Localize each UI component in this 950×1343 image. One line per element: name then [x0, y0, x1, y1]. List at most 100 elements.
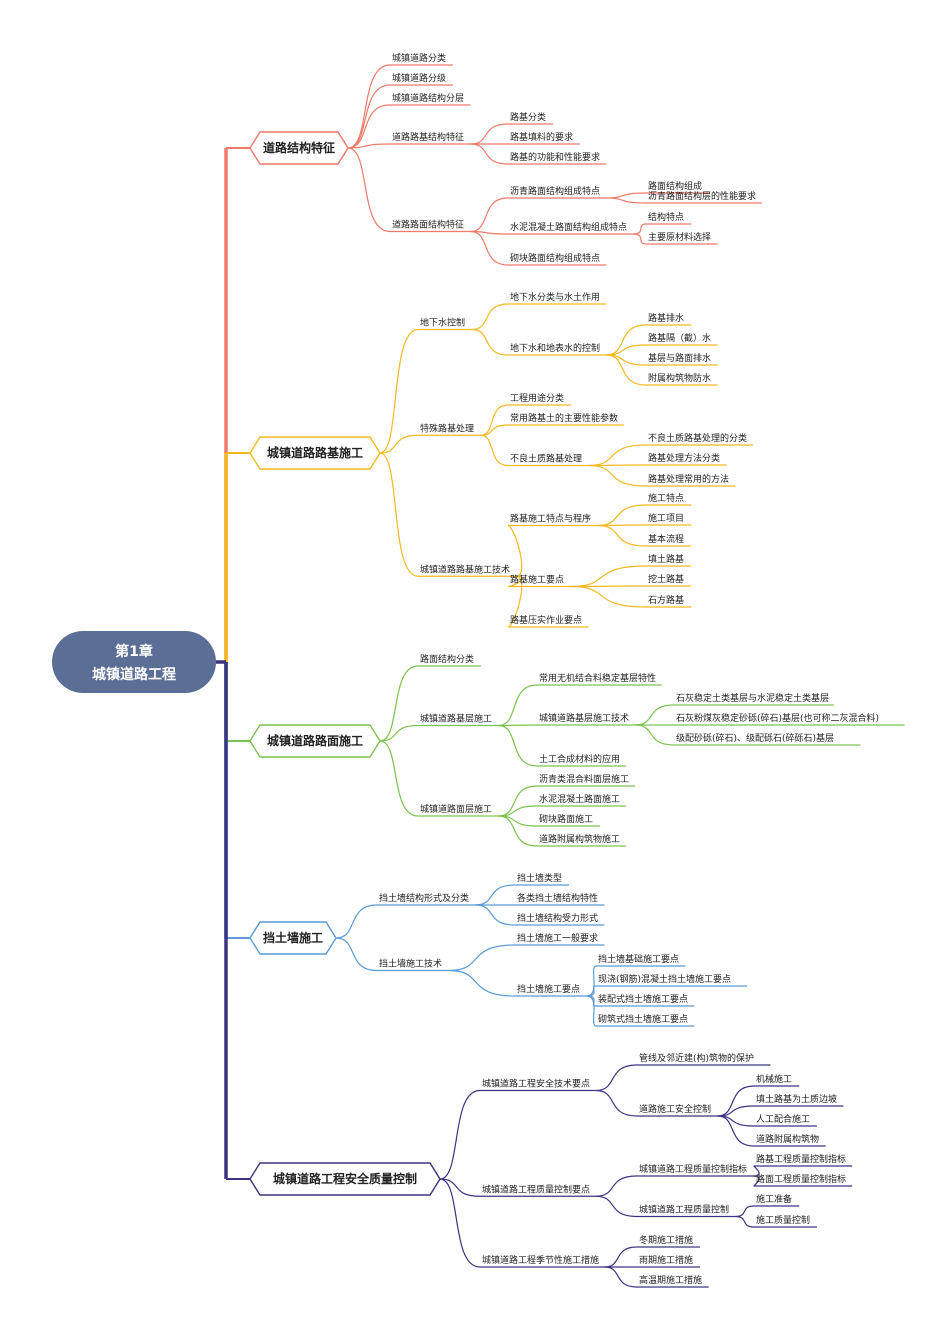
topic-node[interactable]: 沥青路面结构组成特点 — [508, 185, 607, 199]
branch-node[interactable]: 城镇道路工程安全质量控制 — [249, 1162, 441, 1196]
topic-node[interactable]: 现浇(钢筋)混凝土挡土墙施工要点 — [596, 973, 748, 987]
topic-node[interactable]: 装配式挡土墙施工要点 — [596, 993, 695, 1007]
topic-node[interactable]: 挡土墙结构受力形式 — [515, 912, 605, 926]
topic-node[interactable]: 施工准备 — [754, 1193, 800, 1207]
topic-node[interactable]: 各类挡土墙结构特性 — [515, 892, 605, 906]
topic-node[interactable]: 不良土质路基处理 — [508, 453, 589, 467]
topic-node[interactable]: 基本流程 — [646, 533, 692, 547]
topic-node[interactable]: 路面结构组成 — [646, 180, 709, 194]
topic-node[interactable]: 特殊路基处理 — [418, 422, 481, 436]
topic-label: 沥青类混合料面层施工 — [539, 773, 629, 785]
topic-node[interactable]: 主要原材料选择 — [646, 231, 718, 245]
topic-node[interactable]: 道路附属构筑物施工 — [537, 833, 627, 847]
topic-node[interactable]: 地下水和地表水的控制 — [508, 342, 607, 356]
topic-node[interactable]: 城镇道路面层施工 — [418, 803, 499, 817]
topic-label: 挖土路基 — [648, 573, 684, 585]
topic-node[interactable]: 常用无机结合料稳定基层特性 — [537, 672, 662, 686]
connector — [606, 192, 647, 199]
topic-node[interactable]: 填土路基 — [646, 553, 692, 567]
topic-node[interactable]: 水泥混凝土路面结构组成特点 — [508, 221, 633, 235]
topic-node[interactable]: 城镇道路基层施工技术 — [537, 712, 636, 726]
topic-node[interactable]: 路基排水 — [646, 312, 692, 326]
topic-node[interactable]: 城镇道路工程质量控制 — [637, 1204, 736, 1218]
topic-label: 基层与路面排水 — [648, 352, 711, 364]
topic-node[interactable]: 施工特点 — [646, 492, 692, 506]
topic-node[interactable]: 路基分类 — [508, 111, 554, 125]
topic-node[interactable]: 沥青类混合料面层施工 — [537, 773, 636, 787]
topic-node[interactable]: 路基隔（截）水 — [646, 332, 718, 346]
topic-node[interactable]: 挡土墙基础施工要点 — [596, 953, 686, 967]
topic-node[interactable]: 常用路基土的主要性能参数 — [508, 412, 624, 426]
topic-node[interactable]: 水泥混凝土路面施工 — [537, 793, 627, 807]
topic-node[interactable]: 施工项目 — [646, 512, 692, 526]
topic-label: 路基施工特点与程序 — [510, 513, 591, 525]
topic-label: 城镇道路工程质量控制 — [639, 1204, 729, 1216]
topic-node[interactable]: 道路附属构筑物 — [754, 1133, 826, 1147]
topic-node[interactable]: 结构特点 — [646, 211, 692, 225]
topic-node[interactable]: 高温期施工措施 — [637, 1274, 709, 1288]
topic-node[interactable]: 城镇道路工程安全技术要点 — [480, 1078, 596, 1092]
topic-node[interactable]: 石灰粉煤灰稳定砂砾(碎石)基层(也可称二灰混合料) — [674, 712, 905, 726]
topic-node[interactable]: 机械施工 — [754, 1073, 800, 1087]
topic-node[interactable]: 路基处理方法分类 — [646, 452, 727, 466]
connector — [570, 565, 647, 588]
topic-node[interactable]: 道路路基结构特征 — [390, 131, 471, 145]
connector — [597, 504, 647, 527]
root-node[interactable]: 第1章 城镇道路工程 — [52, 631, 216, 693]
topic-node[interactable]: 石方路基 — [646, 594, 692, 608]
branch-node[interactable]: 城镇道路路面施工 — [249, 724, 381, 758]
topic-node[interactable]: 冬期施工措施 — [637, 1234, 700, 1248]
topic-node[interactable]: 路基压实作业要点 — [508, 614, 589, 628]
topic-node[interactable]: 道路路面结构特征 — [390, 219, 471, 233]
topic-node[interactable]: 城镇道路路基施工技术 — [418, 563, 517, 577]
topic-node[interactable]: 雨期施工措施 — [637, 1254, 700, 1268]
topic-node[interactable]: 石灰稳定土类基层与水泥稳定土类基层 — [674, 692, 834, 706]
topic-node[interactable]: 管线及邻近建(构)筑物的保护 — [637, 1052, 771, 1066]
topic-node[interactable]: 地下水控制 — [418, 317, 473, 331]
topic-label: 工程用途分类 — [510, 392, 564, 404]
topic-node[interactable]: 工程用途分类 — [508, 392, 571, 406]
topic-node[interactable]: 填土路基为土质边坡 — [754, 1093, 844, 1107]
topic-node[interactable]: 人工配合施工 — [754, 1113, 817, 1127]
connector — [604, 1246, 638, 1268]
topic-node[interactable]: 道路施工安全控制 — [637, 1103, 718, 1117]
topic-node[interactable]: 土工合成材料的应用 — [537, 753, 627, 767]
topic-node[interactable]: 路基的功能和性能要求 — [508, 151, 607, 165]
topic-node[interactable]: 挡土墙结构形式及分类 — [377, 892, 476, 906]
topic-node[interactable]: 城镇道路工程季节性施工措施 — [480, 1254, 605, 1268]
topic-node[interactable]: 不良土质路基处理的分类 — [646, 432, 754, 446]
branch-node[interactable]: 挡土墙施工 — [249, 921, 337, 955]
topic-node[interactable]: 城镇道路分类 — [390, 52, 453, 66]
topic-node[interactable]: 砌块路面结构组成特点 — [508, 252, 607, 266]
topic-node[interactable]: 附属构筑物防水 — [646, 372, 718, 386]
topic-node[interactable]: 路基施工要点 — [508, 574, 571, 588]
topic-node[interactable]: 城镇道路结构分层 — [390, 92, 471, 106]
topic-label: 雨期施工措施 — [639, 1254, 693, 1266]
topic-node[interactable]: 城镇道路分级 — [390, 72, 453, 86]
topic-node[interactable]: 路基施工特点与程序 — [508, 513, 598, 527]
topic-node[interactable]: 挡土墙施工一般要求 — [515, 932, 605, 946]
topic-node[interactable]: 砌筑式挡土墙施工要点 — [596, 1013, 695, 1027]
topic-label: 路面结构组成 — [648, 180, 702, 192]
topic-node[interactable]: 城镇道路工程质量控制指标 — [637, 1163, 753, 1177]
topic-node[interactable]: 路面工程质量控制指标 — [754, 1173, 853, 1187]
topic-node[interactable]: 挡土墙类型 — [515, 872, 570, 886]
topic-label: 路基分类 — [510, 111, 546, 123]
topic-node[interactable]: 路基填料的要求 — [508, 131, 580, 145]
topic-node[interactable]: 级配砂砾(碎石)、级配砾石(碎砾石)基层 — [674, 732, 861, 746]
topic-node[interactable]: 挡土墙施工要点 — [515, 983, 587, 997]
topic-node[interactable]: 施工质量控制 — [754, 1214, 817, 1228]
topic-node[interactable]: 城镇道路工程质量控制要点 — [480, 1183, 596, 1197]
branch-node[interactable]: 道路结构特征 — [249, 131, 349, 165]
topic-node[interactable]: 挡土墙施工技术 — [377, 958, 449, 972]
topic-node[interactable]: 路面结构分类 — [418, 653, 481, 667]
branch-node[interactable]: 城镇道路路基施工 — [249, 436, 381, 470]
topic-node[interactable]: 地下水分类与水土作用 — [508, 291, 607, 305]
topic-node[interactable]: 路基工程质量控制指标 — [754, 1153, 853, 1167]
topic-node[interactable]: 挖土路基 — [646, 573, 692, 587]
topic-node[interactable]: 砌块路面施工 — [537, 813, 600, 827]
topic-node[interactable]: 路基处理常用的方法 — [646, 473, 736, 487]
topic-node[interactable]: 城镇道路基层施工 — [418, 713, 499, 727]
topic-node[interactable]: 基层与路面排水 — [646, 352, 718, 366]
topic-node[interactable]: 沥青路面结构层的性能要求 — [646, 190, 762, 204]
